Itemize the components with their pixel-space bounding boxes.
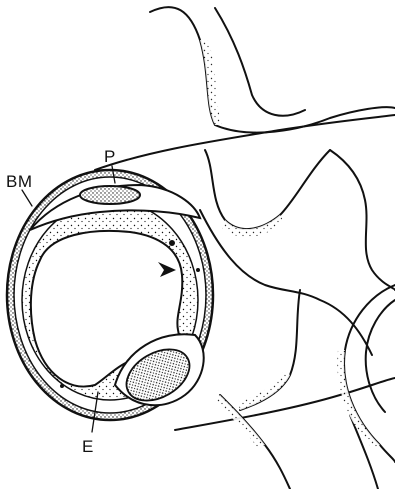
label-p: P (104, 147, 116, 166)
pericyte-nucleus (80, 186, 140, 204)
label-bm: BM (6, 172, 33, 191)
label-e: E (82, 437, 94, 456)
